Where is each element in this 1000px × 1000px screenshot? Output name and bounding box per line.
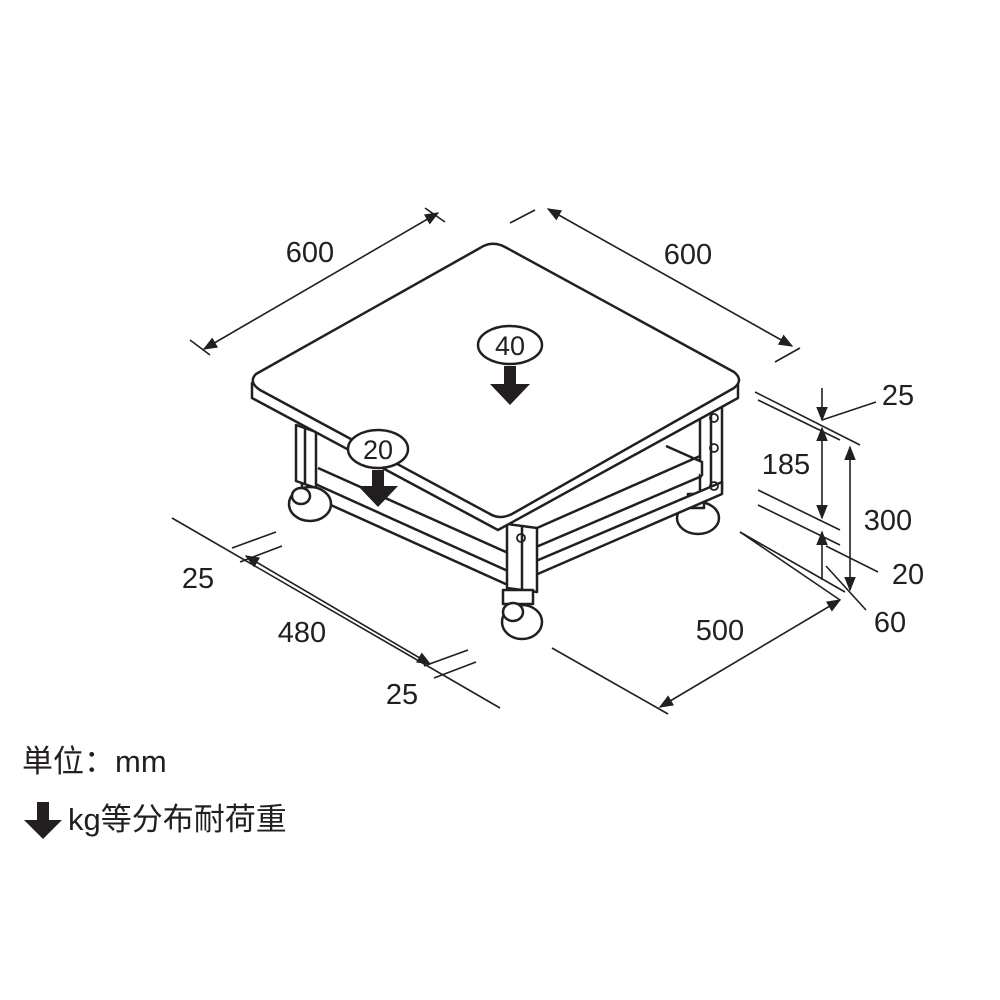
dim-top-width: 600 (664, 239, 712, 271)
right-leg-bolts (516, 413, 719, 543)
unit-note: 単位：mm (22, 744, 167, 779)
front-caster (500, 588, 544, 641)
down-arrow-icon (358, 470, 398, 507)
left-leg (294, 423, 318, 490)
dim-caster-height: 60 (874, 607, 906, 639)
dim-upper-clearance: 185 (762, 449, 810, 481)
dim-total-height: 300 (864, 505, 912, 537)
dim-inner-width: 480 (278, 617, 326, 649)
rack-illustration (250, 242, 741, 641)
load-marker-top: 40 (476, 324, 544, 405)
front-leg (505, 454, 701, 594)
dim-front-left-margin: 25 (182, 563, 214, 595)
left-caster (287, 485, 333, 523)
load-marker-lower: 20 (346, 428, 410, 507)
dim-base-depth: 500 (696, 615, 744, 647)
dim-top-depth: 600 (286, 237, 334, 269)
load-note-text: kg等分布耐荷重 (68, 802, 287, 837)
dim-front-right-margin: 25 (386, 679, 418, 711)
load-value-lower: 20 (363, 435, 393, 465)
down-arrow-icon (24, 802, 62, 839)
dim-top-thickness: 25 (882, 380, 914, 412)
down-arrow-icon (490, 366, 530, 405)
load-note: kg等分布耐荷重 (22, 800, 287, 840)
dim-shelf-thickness: 20 (892, 559, 924, 591)
load-value-top: 40 (495, 331, 525, 361)
dimension-lines (171, 207, 879, 715)
